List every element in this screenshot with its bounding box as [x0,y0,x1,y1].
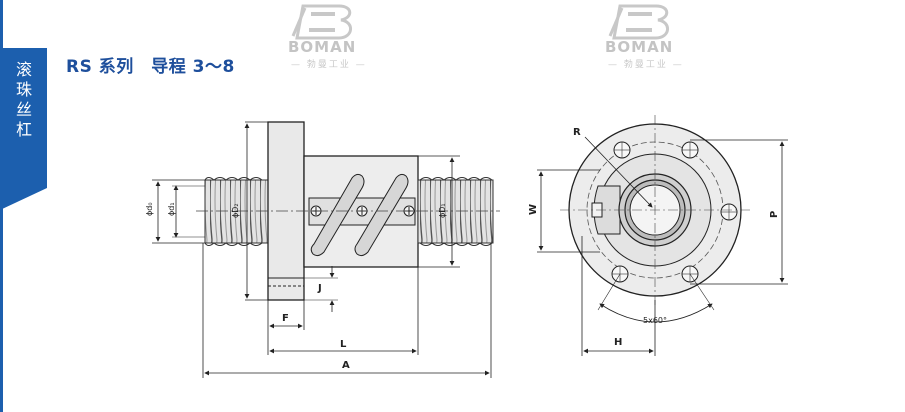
screw-thread-right [417,177,494,246]
boman-logo-icon [291,4,352,40]
watermark-brand: BOMAN [288,38,357,56]
dim-label-h: H [614,337,622,348]
watermark-brand: BOMAN [605,38,674,56]
page-title: RS 系列 导程 3～8 [66,57,235,77]
side-view: ϕd₀ ϕd₁ ϕD₂ ϕD₁ J F L A [145,121,500,378]
dim-label-f: F [282,313,289,324]
watermark-logo: BOMAN — 勃曼工业 — [600,2,690,70]
front-view: R W P 5x60° H [528,115,788,356]
dim-label-D1: ϕD₁ [438,203,447,218]
dim-label-a: A [342,360,350,371]
category-side-tab: 滚珠丝杠 [0,48,47,210]
watermark-subtitle: — 勃曼工业 — [291,60,367,70]
dim-label-r: R [573,127,581,138]
dim-label-l: L [340,339,347,350]
boman-logo-icon [608,4,669,40]
screw-thread-left [204,177,270,246]
dim-label-w: W [528,204,539,215]
dim-label-p: P [769,211,780,218]
side-tab-label: 滚珠丝杠 [15,60,32,139]
dim-label-d1: ϕd₁ [167,202,176,216]
dim-label-D2: ϕD₂ [231,203,240,218]
dim-label-j: J [317,283,322,294]
watermark-subtitle: — 勃曼工业 — [608,60,684,70]
watermark-logo: BOMAN — 勃曼工业 — [283,2,373,70]
dim-label-d0: ϕd₀ [145,202,154,216]
return-tubes [310,173,409,257]
